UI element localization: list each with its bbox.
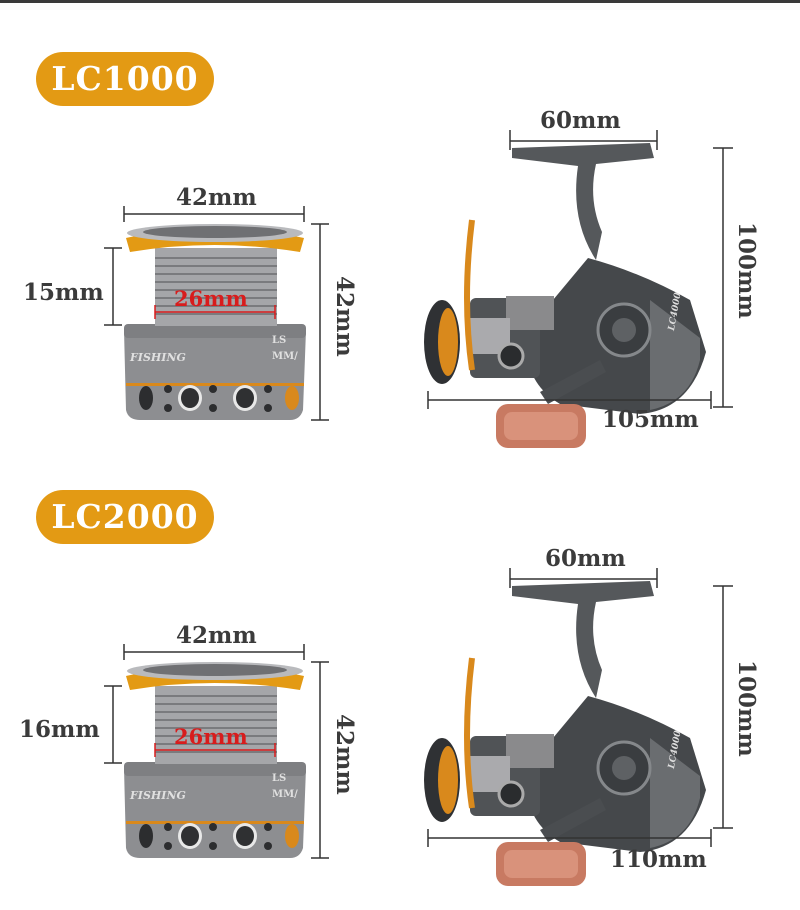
spool-code-top: LS: [272, 773, 287, 784]
reel-height-label: 100mm: [733, 222, 760, 319]
spool-width-label: 42mm: [176, 184, 257, 211]
spool-brand-text: FISHING: [130, 789, 186, 802]
reel-image: [424, 581, 706, 886]
reel-drawing: [424, 143, 706, 448]
spool-code-bottom: MM/: [272, 351, 298, 362]
reel-drawing: [424, 581, 706, 886]
spool-code-top: LS: [272, 335, 287, 346]
model-badge-lc2000: LC2000: [36, 490, 214, 544]
reel-dimension-lines: [427, 130, 733, 409]
spool-image: [124, 662, 306, 858]
spool-inner-label: 26mm: [174, 286, 248, 311]
spool-brand-text: FISHING: [130, 351, 186, 364]
model-badge-lc1000: LC1000: [36, 52, 214, 106]
top-divider: [0, 0, 800, 3]
spool-inner-label: 26mm: [174, 724, 248, 749]
dimension-lines: [104, 206, 329, 421]
reel-length-label: 105mm: [602, 406, 699, 433]
spool-drawing: [124, 224, 306, 420]
reel-dimension-lines: [427, 568, 733, 847]
spool-drawing: [124, 662, 306, 858]
reel-height-label: 100mm: [733, 660, 760, 757]
spool-depth-label: 16mm: [19, 716, 100, 743]
dimension-lines: [104, 644, 329, 859]
reel-image: [424, 143, 706, 448]
reel-length-label: 110mm: [610, 846, 707, 873]
reel-handle-label: 60mm: [540, 107, 621, 134]
spool-width-label: 42mm: [176, 622, 257, 649]
reel-handle-label: 60mm: [545, 545, 626, 572]
spool-image: [124, 224, 306, 420]
spool-code-bottom: MM/: [272, 789, 298, 800]
spool-depth-label: 15mm: [23, 279, 104, 306]
